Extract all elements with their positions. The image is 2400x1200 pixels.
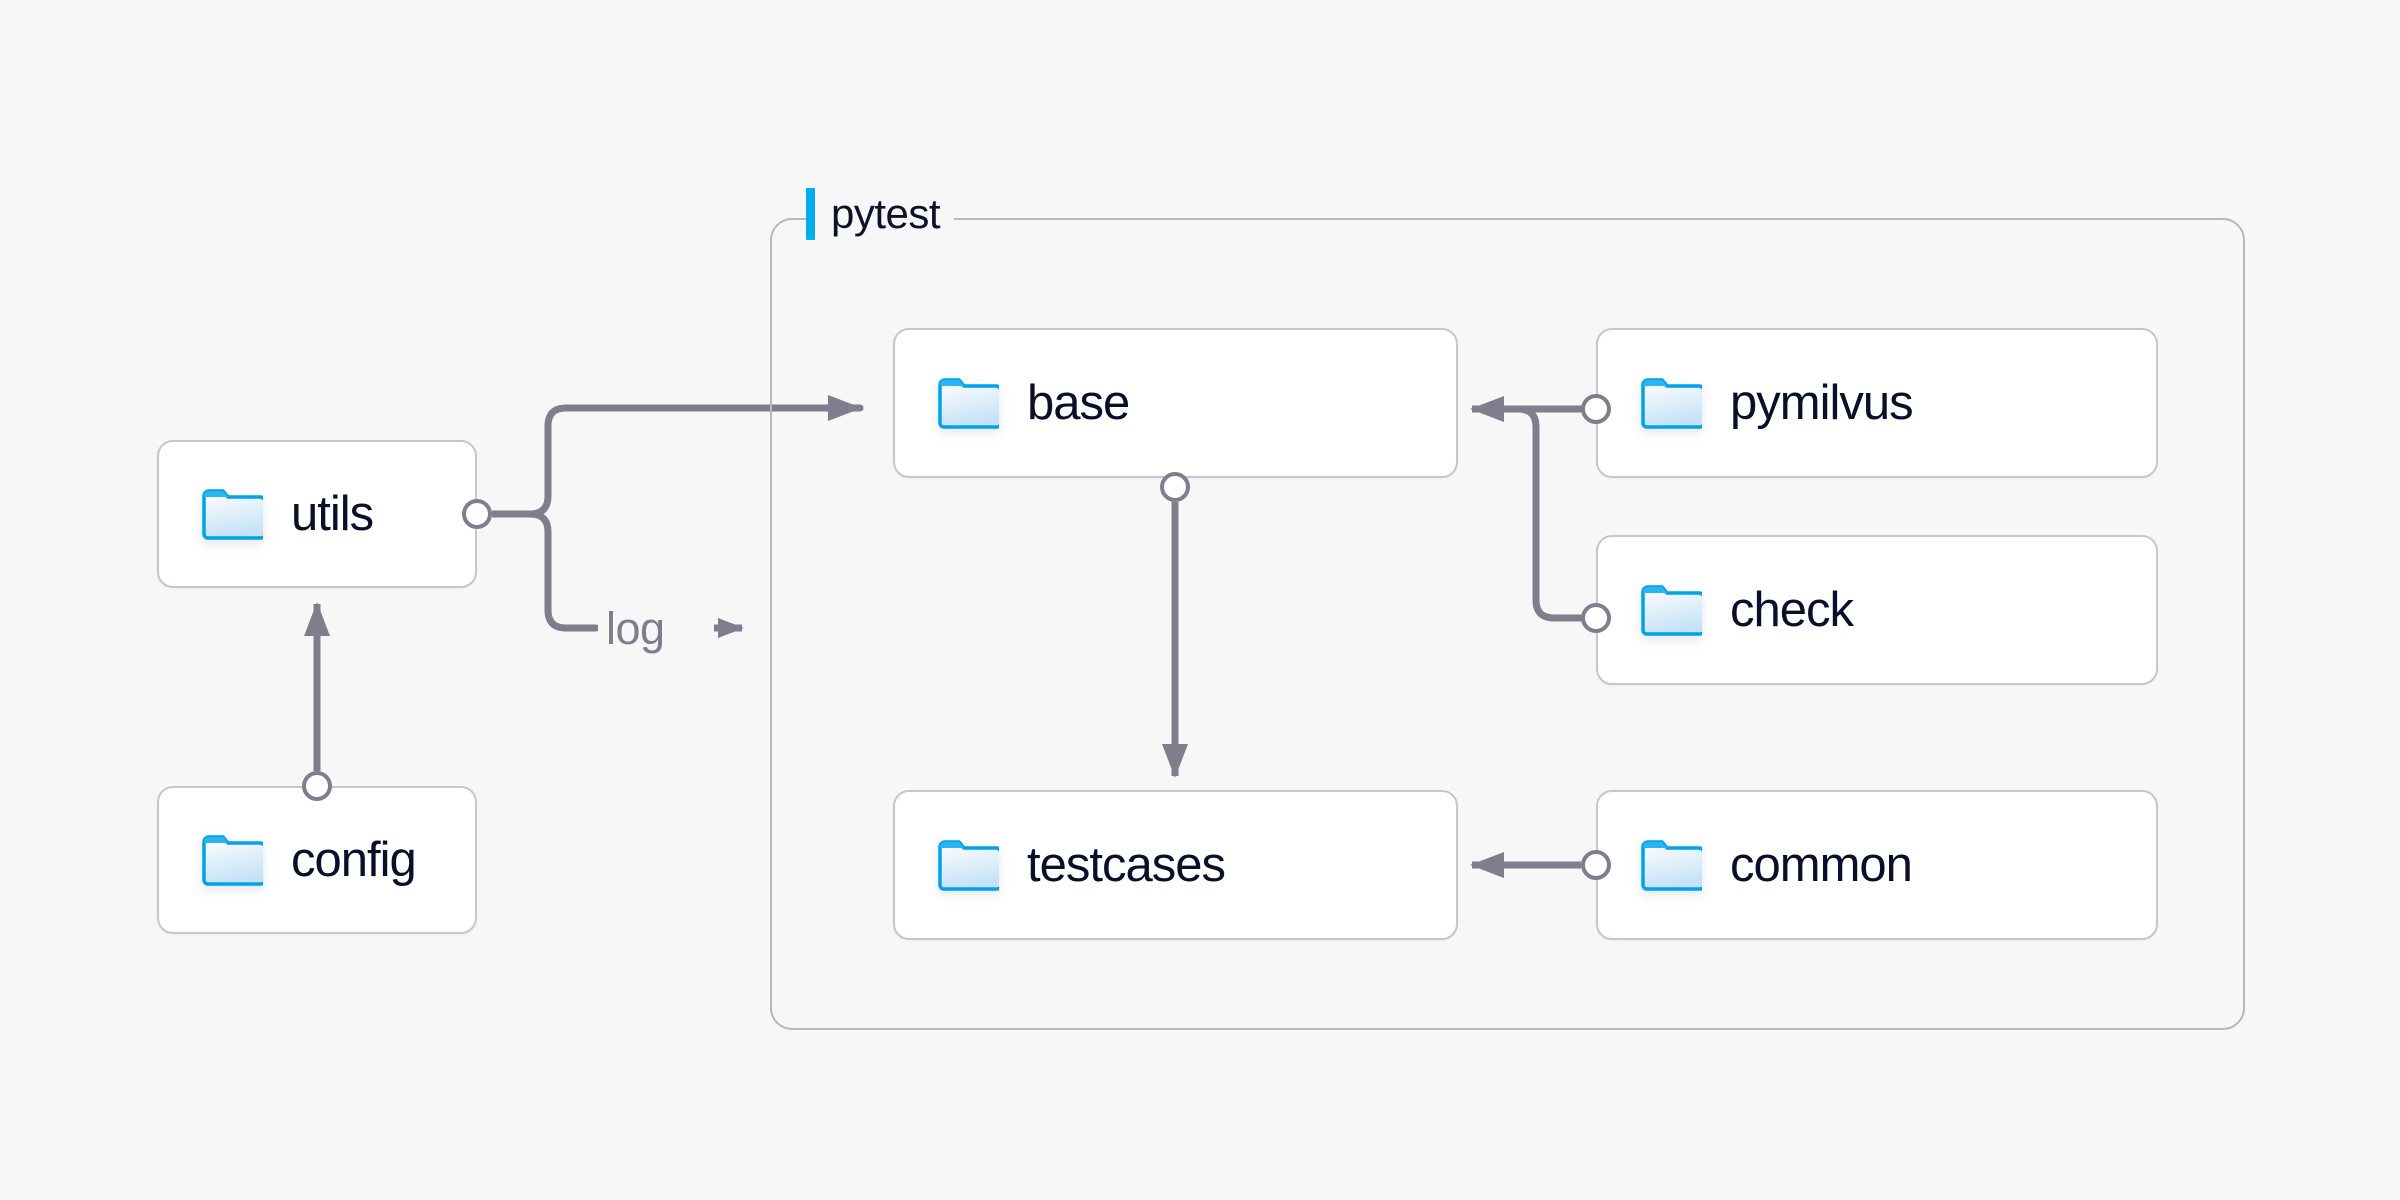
group-label-pytest: pytest — [806, 185, 955, 243]
port-common-left[interactable] — [1581, 850, 1611, 880]
group-container-pytest[interactable] — [770, 218, 2245, 1030]
port-check-left[interactable] — [1581, 603, 1611, 633]
node-label: pymilvus — [1730, 375, 1914, 430]
group-accent-bar — [806, 188, 815, 240]
folder-icon — [1640, 376, 1702, 430]
node-config[interactable]: config — [157, 786, 477, 934]
port-config-top[interactable] — [302, 771, 332, 801]
port-base-bottom[interactable] — [1160, 472, 1190, 502]
node-testcases[interactable]: testcases — [893, 790, 1458, 940]
group-title-text: pytest — [831, 190, 941, 237]
port-pymilvus-left[interactable] — [1581, 394, 1611, 424]
folder-icon — [201, 487, 263, 541]
folder-icon — [1640, 838, 1702, 892]
node-base[interactable]: base — [893, 328, 1458, 478]
node-label: testcases — [1027, 837, 1226, 892]
node-pymilvus[interactable]: pymilvus — [1596, 328, 2158, 478]
folder-icon — [937, 838, 999, 892]
edge-label-log: log — [598, 606, 673, 651]
node-label: check — [1730, 582, 1854, 637]
folder-icon — [201, 833, 263, 887]
folder-icon — [1640, 583, 1702, 637]
node-common[interactable]: common — [1596, 790, 2158, 940]
node-label: utils — [291, 486, 374, 541]
port-utils-right[interactable] — [462, 499, 492, 529]
node-utils[interactable]: utils — [157, 440, 477, 588]
folder-icon — [937, 376, 999, 430]
node-label: config — [291, 832, 417, 887]
node-label: base — [1027, 375, 1130, 430]
node-check[interactable]: check — [1596, 535, 2158, 685]
node-label: common — [1730, 837, 1913, 892]
